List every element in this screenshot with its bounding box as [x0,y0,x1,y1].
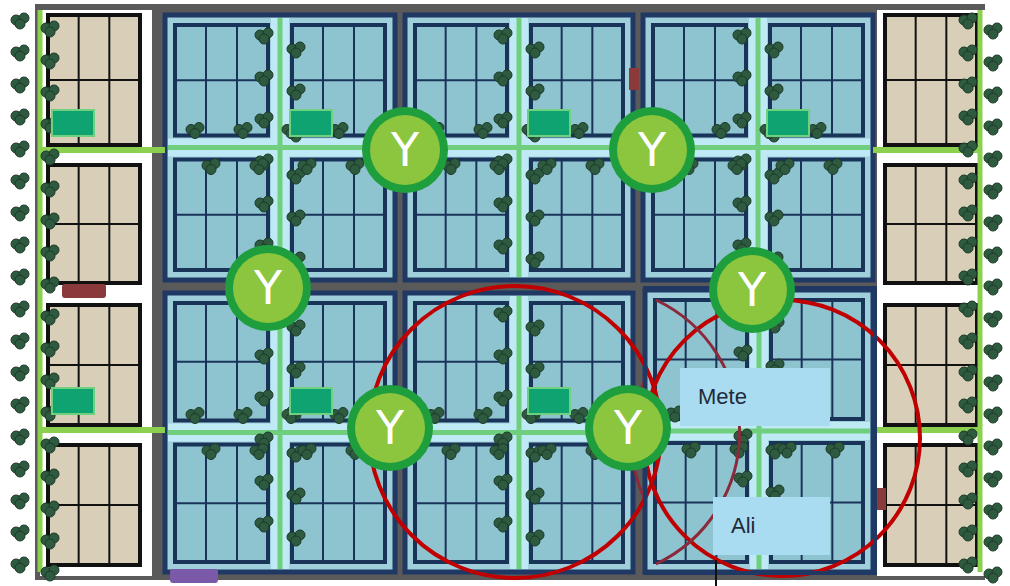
circle-letter: Y [345,383,435,473]
catchment-circles [369,286,920,578]
circle-letter: Y [360,105,450,195]
y-circle: Y [360,105,450,195]
name-box: Ali [713,497,830,555]
y-circle: Y [707,245,797,335]
y-circle: Y [583,383,673,473]
trees [11,13,1002,583]
edge-lots [40,10,989,576]
y-circle: Y [345,383,435,473]
circle-letter: Y [583,383,673,473]
circle-letter: Y [707,245,797,335]
circle-letter: Y [223,243,313,333]
green-path [978,10,983,572]
y-circle: Y [223,243,313,333]
city-blocks [165,15,873,572]
green-path [40,427,165,433]
road-network [35,4,985,580]
person-name: Mete [698,384,747,410]
name-box: Mete [680,368,830,426]
y-circle: Y [607,105,697,195]
small-markers [62,68,886,583]
person-name: Ali [731,513,755,539]
leader-line [715,560,717,586]
circle-letter: Y [607,105,697,195]
